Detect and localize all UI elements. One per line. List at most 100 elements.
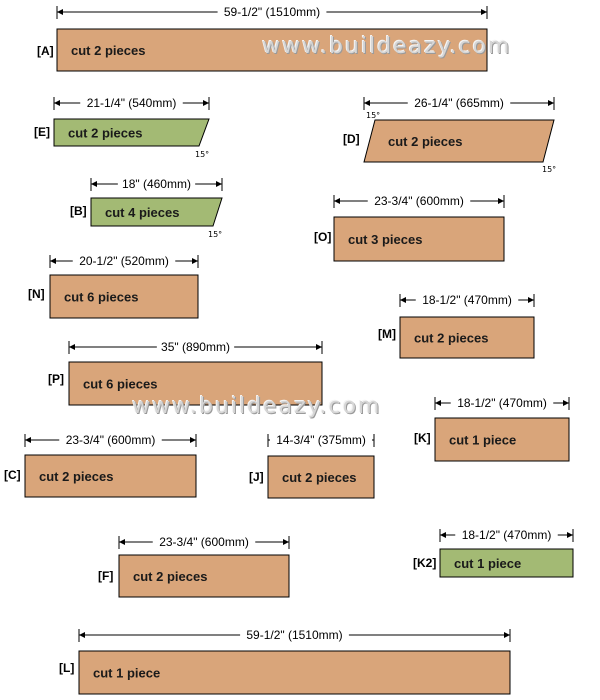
dimension-label-bg xyxy=(450,395,554,410)
dimension-label-bg xyxy=(269,432,373,447)
dimension-label-bg xyxy=(407,95,511,110)
dimension-label: 21-1/4" (540mm) xyxy=(87,96,177,110)
arrowhead-left xyxy=(69,344,75,350)
dimension-label: 23-3/4" (600mm) xyxy=(374,194,464,208)
arrowhead-right xyxy=(563,400,569,406)
arrowhead-right xyxy=(528,297,534,303)
arrowhead-right xyxy=(498,198,504,204)
arrowhead-right xyxy=(216,181,222,187)
arrowhead-left xyxy=(50,258,56,264)
dimension-label: 23-3/4" (600mm) xyxy=(66,433,156,447)
arrowhead-left xyxy=(54,100,60,106)
dimension-label: 59-1/2" (1510mm) xyxy=(246,628,342,642)
part-label: [A] xyxy=(37,44,54,58)
dimension-label: 20-1/2" (520mm) xyxy=(79,254,169,268)
board-k2 xyxy=(439,548,574,578)
board-j xyxy=(267,455,375,499)
part-f: 23-3/4" (600mm)[F]cut 2 pieces xyxy=(98,534,290,598)
arrowhead-left xyxy=(79,632,85,638)
board-m xyxy=(399,316,535,359)
part-j: 14-3/4" (375mm) [J] cut 2 pieces xyxy=(249,432,375,499)
board-p xyxy=(68,361,323,406)
cut-instruction: cut 2 pieces xyxy=(388,134,462,149)
part-label: [J] xyxy=(249,470,264,484)
dimension-label-bg xyxy=(415,292,519,307)
arrowhead-right xyxy=(481,9,487,15)
part-label: [E] xyxy=(34,125,50,139)
cut-instruction: cut 6 pieces xyxy=(64,290,138,305)
cut-instruction: cut 3 pieces xyxy=(348,232,422,247)
cut-instruction: cut 4 pieces xyxy=(105,205,179,220)
cut-instruction: cut 1 piece xyxy=(449,433,516,448)
dimension-label-bg xyxy=(117,176,196,191)
part-label: [P] xyxy=(48,372,64,386)
part-m: 18-1/2" (470mm) [M] cut 2 pieces xyxy=(378,292,535,359)
dimension-label: 18-1/2" (470mm) xyxy=(457,396,547,410)
cut-instruction: cut 1 piece xyxy=(454,556,521,571)
cut-instruction: cut 1 piece xyxy=(93,666,160,681)
arrowhead-left xyxy=(91,181,97,187)
arrowhead-right xyxy=(192,258,198,264)
part-label: [K2] xyxy=(413,556,436,570)
cut-instruction: cut 2 pieces xyxy=(282,470,356,485)
dimension-label-bg xyxy=(72,253,176,268)
board-f xyxy=(118,554,290,598)
part-o: 23-3/4" (600mm) [O] cut 3 pieces xyxy=(314,193,505,262)
part-label: [B] xyxy=(70,204,87,218)
dimension-label-bg xyxy=(367,193,471,208)
dimension-label-bg xyxy=(156,339,235,354)
dimension-label: 26-1/4" (665mm) xyxy=(414,96,504,110)
part-label: [D] xyxy=(343,132,360,146)
dimension-label: 18-1/2" (470mm) xyxy=(462,528,552,542)
angle-label: 15° xyxy=(208,230,222,239)
angle-label: 15° xyxy=(195,150,209,159)
arrowhead-right xyxy=(203,100,209,106)
arrowhead-right xyxy=(567,532,573,538)
part-label: [K] xyxy=(414,431,431,445)
arrowhead-left xyxy=(119,539,125,545)
dimension-label-bg xyxy=(152,534,256,549)
board-o xyxy=(333,216,505,262)
part-k: 18-1/2" (470mm) [K] cut 1 piece xyxy=(414,395,570,462)
part-label: [C] xyxy=(4,468,21,482)
part-label: [L] xyxy=(59,661,74,675)
dimension-label: 14-3/4" (375mm) xyxy=(276,433,366,447)
part-a: 59-1/2" (1510mm)[A]cut 2 pieces xyxy=(37,4,488,72)
dimension-label-bg xyxy=(240,627,349,642)
board-c xyxy=(24,454,197,498)
dimension-label-bg xyxy=(455,527,558,542)
dimension-label: 18" (460mm) xyxy=(122,177,191,191)
part-label: [O] xyxy=(314,230,331,244)
board-a xyxy=(56,28,488,72)
part-k2: 18-1/2" (470mm) [K2] cut 1 piece xyxy=(413,527,574,578)
dimension-label: 23-3/4" (600mm) xyxy=(159,535,249,549)
cut-instruction: cut 2 pieces xyxy=(71,43,145,58)
part-p: 35" (890mm)[P]cut 6 pieces xyxy=(48,339,323,406)
part-label: [N] xyxy=(28,287,45,301)
arrowhead-right xyxy=(283,539,289,545)
part-c: 23-3/4" (600mm) [C] cut 2 pieces xyxy=(4,432,197,498)
part-label: [M] xyxy=(378,327,396,341)
dimension-label-bg xyxy=(80,95,183,110)
dimension-label: 35" (890mm) xyxy=(161,340,230,354)
cut-instruction: cut 2 pieces xyxy=(414,331,488,346)
arrowhead-right xyxy=(190,437,196,443)
arrowhead-right xyxy=(504,632,510,638)
board-n xyxy=(49,274,199,319)
dimension-label: 18-1/2" (470mm) xyxy=(422,293,512,307)
arrowhead-left xyxy=(25,437,31,443)
angle-label-top: 15° xyxy=(366,111,380,120)
arrowhead-right xyxy=(548,100,554,106)
part-n: 20-1/2" (520mm) [N] cut 6 pieces xyxy=(28,253,199,319)
cut-instruction: cut 2 pieces xyxy=(39,469,113,484)
board-b xyxy=(90,197,223,227)
part-b: 18" (460mm) [B] cut 4 pieces 15° xyxy=(70,176,223,239)
board-e xyxy=(53,118,210,147)
cut-instruction: cut 2 pieces xyxy=(133,569,207,584)
board-k xyxy=(434,417,570,462)
part-l: 59-1/2" (1510mm) [L] cut 1 piece xyxy=(59,627,511,695)
dimension-label-bg xyxy=(217,4,327,19)
